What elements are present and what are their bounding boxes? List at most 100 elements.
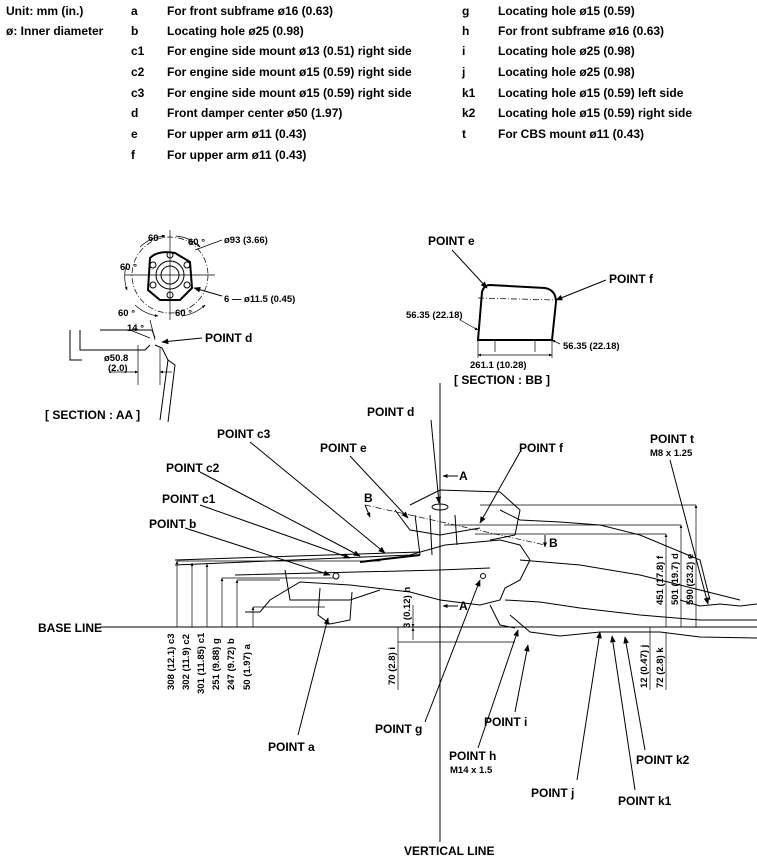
point-b-hole xyxy=(332,572,340,580)
point-e-label: POINT e xyxy=(320,441,367,455)
legend-text: For engine side mount ø15 (0.59) right s… xyxy=(167,86,412,100)
base-line-label: BASE LINE xyxy=(38,621,102,635)
angle-label: 60 ° xyxy=(118,308,135,319)
angle-label: 60 ° xyxy=(175,308,192,319)
legend-text: For engine side mount ø13 (0.51) right s… xyxy=(167,44,412,58)
legend-code: c1 xyxy=(131,44,145,58)
legend-text: Locating hole ø25 (0.98) xyxy=(167,24,304,38)
dim-d: 501 (19.7) d xyxy=(670,553,681,605)
angle-label: 60 ° xyxy=(188,237,205,248)
legend-code: g xyxy=(462,4,470,18)
front-frame xyxy=(174,539,531,613)
legend-text: For front subframe ø16 (0.63) xyxy=(498,24,665,38)
legend-text: For front subframe ø16 (0.63) xyxy=(167,4,334,18)
dim-j: 12 (0.47) j xyxy=(639,645,650,688)
point-d-label: POINT d xyxy=(367,405,414,419)
legend-text: Locating hole ø15 (0.59) right side xyxy=(498,106,693,120)
dia50-in-label: (2.0) xyxy=(108,363,128,374)
legend-code: k2 xyxy=(462,106,476,120)
marker-b-right: B xyxy=(549,536,558,550)
side-view: B B A A 308 (12.1) c3 302 (11.9) c2 301 … xyxy=(38,383,757,858)
legend-code: i xyxy=(462,44,466,58)
point-k2-label: POINT k2 xyxy=(636,753,690,767)
dia50-label: ø50.8 xyxy=(104,353,128,364)
legend-code: t xyxy=(462,127,466,141)
dim-c2: 302 (11.9) c2 xyxy=(181,634,192,690)
point-h-thread: M14 x 1.5 xyxy=(450,765,493,776)
point-c3-label: POINT c3 xyxy=(217,427,271,441)
section-aa-point-d: POINT d xyxy=(205,331,252,345)
section-bb: 56.35 (22.18) 56.35 (22.18) 261.1 (10.28… xyxy=(406,234,654,387)
right-dimensions: 451 (17.8) f 501 (19.7) d 590 (23.2) e 1… xyxy=(444,504,698,690)
left-dimensions: 308 (12.1) c3 302 (11.9) c2 301 (11.85) … xyxy=(166,560,380,694)
legend-text: For upper arm ø11 (0.43) xyxy=(167,127,307,141)
section-bb-point-f: POINT f xyxy=(609,272,654,286)
bb-dim-width: 261.1 (10.28) xyxy=(470,360,527,371)
section-aa-title: [ SECTION : AA ] xyxy=(45,408,140,422)
dim-h: 3 (0.12) h xyxy=(402,587,413,628)
bb-dim-left: 56.35 (22.18) xyxy=(406,310,463,321)
dim-b: 247 (9.72) b xyxy=(226,638,237,690)
point-c2-label: POINT c2 xyxy=(166,461,220,475)
legend-code: c3 xyxy=(131,86,145,100)
strut-tower xyxy=(409,489,521,541)
diameter-label: ø: Inner diameter xyxy=(6,24,104,38)
bolt-hole xyxy=(149,281,157,289)
dim-e: 590 (23.2) e xyxy=(685,554,696,605)
point-g-hole xyxy=(480,573,486,579)
legend-code: a xyxy=(131,4,138,18)
legend-code: c2 xyxy=(131,65,145,79)
point-t-label: POINT t xyxy=(650,432,694,446)
body-panel xyxy=(69,330,151,361)
point-b-label: POINT b xyxy=(149,517,196,531)
unit-label: Unit: mm (in.) xyxy=(6,4,84,18)
holes-label: 6 — ø11.5 (0.45) xyxy=(224,294,295,305)
point-a-label: POINT a xyxy=(268,740,315,754)
legend-text: Locating hole ø25 (0.98) xyxy=(498,44,635,58)
dim-c3: 308 (12.1) c3 xyxy=(166,633,177,690)
bolt-hole xyxy=(166,291,174,299)
dim-i: 70 (2.8) i xyxy=(387,647,398,685)
angle14-label: 14 ° xyxy=(127,323,144,334)
legend-text: Locating hole ø15 (0.59) left side xyxy=(498,86,684,100)
point-i-label: POINT i xyxy=(484,715,527,729)
marker-b-left: B xyxy=(364,491,373,505)
legend-code: b xyxy=(131,24,139,38)
point-g-label: POINT g xyxy=(375,722,422,736)
dim-c1: 301 (11.85) c1 xyxy=(196,632,207,694)
legend-text: For engine side mount ø15 (0.59) right s… xyxy=(167,65,412,79)
dim-g: 251 (9.88) g xyxy=(211,638,222,690)
legend-code: d xyxy=(131,106,139,120)
bb-dim-right: 56.35 (22.18) xyxy=(563,341,620,352)
mount-outline xyxy=(146,251,194,301)
legend-text: Locating hole ø15 (0.59) xyxy=(498,4,635,18)
point-f-label: POINT f xyxy=(519,441,564,455)
bolt-hole xyxy=(149,261,157,269)
dim-k: 72 (2.8) k xyxy=(655,647,666,688)
dim-f: 451 (17.8) f xyxy=(655,555,666,605)
point-h-label: POINT h xyxy=(449,749,496,763)
legend-text: Front damper center ø50 (1.97) xyxy=(167,106,343,120)
section-bb-title: [ SECTION : BB ] xyxy=(454,373,550,387)
dia93-label: ø93 (3.66) xyxy=(224,235,268,246)
section-bb-outline xyxy=(476,283,558,341)
legend-code: e xyxy=(131,127,138,141)
marker-a-bottom: A xyxy=(459,599,468,613)
angle-label: 60 ° xyxy=(148,233,165,244)
legend-code: k1 xyxy=(462,86,476,100)
legend-text: Locating hole ø25 (0.98) xyxy=(498,65,635,79)
angle-label: 60 ° xyxy=(120,262,137,273)
marker-a-top: A xyxy=(459,469,468,483)
legend-text: For upper arm ø11 (0.43) xyxy=(167,148,307,162)
point-j-label: POINT j xyxy=(531,786,574,800)
point-t-thread: M8 x 1.25 xyxy=(650,448,693,459)
point-d-hole xyxy=(431,503,449,511)
section-bb-point-e: POINT e xyxy=(428,234,475,248)
subframe-bracket xyxy=(317,587,353,625)
vertical-line-label: VERTICAL LINE xyxy=(404,844,494,858)
dim-a: 50 (1.97) a xyxy=(242,643,253,690)
legend-text: For CBS mount ø11 (0.43) xyxy=(498,127,645,141)
legend-code: h xyxy=(462,24,470,38)
legend-code: j xyxy=(462,65,466,79)
